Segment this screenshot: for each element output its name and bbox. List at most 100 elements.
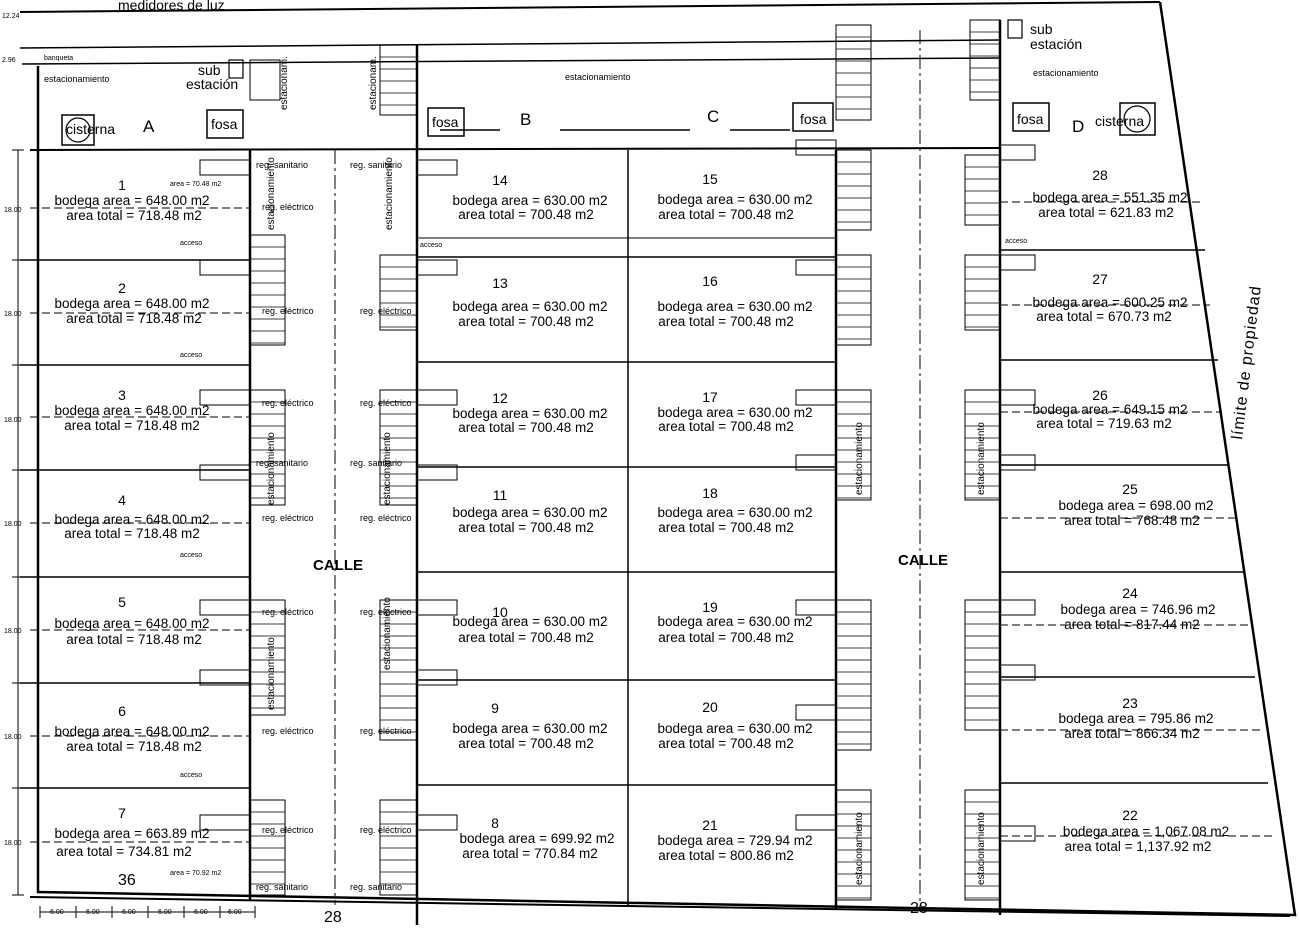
warehouse-24: 24 bodega area = 746.96 m2 area total = …	[1061, 585, 1216, 632]
warehouse-number: 27	[1092, 271, 1108, 287]
warehouse-area: bodega area = 630.00 m2	[453, 406, 608, 421]
sidewalk-label: banqueta	[44, 55, 73, 62]
warehouse-total-area: area total = 768.48 m2	[1064, 513, 1199, 528]
warehouse-area: bodega area = 648.00 m2	[55, 403, 210, 418]
warehouse-20: 20 bodega area = 630.00 m2 area total = …	[658, 699, 813, 751]
parking-vertical-a2: estacionamiento	[266, 637, 277, 710]
warehouse-area: bodega area = 630.00 m2	[453, 193, 608, 208]
row-dim-1: 18.00	[4, 207, 22, 214]
street-label-right: CALLE	[898, 552, 948, 569]
warehouse-area: bodega area = 551.35 m2	[1033, 190, 1188, 205]
reg-sanitary-2: reg. sanitario	[350, 160, 402, 170]
warehouse-area: bodega area = 648.00 m2	[55, 512, 210, 527]
bottom-number-left: 36	[118, 872, 136, 889]
reg-sanitary-3: reg. sanitario	[256, 458, 308, 468]
warehouse-area: bodega area = 729.94 m2	[658, 833, 813, 848]
reg-electric-9: reg. eléctrico	[360, 398, 412, 408]
warehouse-area: bodega area = 648.00 m2	[55, 193, 210, 208]
warehouse-6: 6 bodega area = 648.00 m2 area total = 7…	[55, 703, 210, 754]
warehouse-number: 21	[702, 817, 718, 833]
substation-right-line1: sub	[1030, 21, 1053, 37]
warehouse-total-area: area total = 700.48 m2	[458, 630, 593, 645]
warehouse-12: 12 bodega area = 630.00 m2 area total = …	[453, 390, 608, 435]
warehouse-number: 12	[492, 390, 508, 406]
warehouse-2: 2 bodega area = 648.00 m2 area total = 7…	[55, 280, 210, 326]
warehouse-13: 13 bodega area = 630.00 m2 area total = …	[453, 275, 608, 329]
cistern-label-right: cisterna	[1095, 113, 1144, 129]
dim-top-2: 2.96	[2, 57, 16, 64]
parking-vertical-c1: estacionamiento	[854, 422, 865, 495]
reg-electric-1: reg. eléctrico	[262, 202, 314, 212]
septic-label-d: fosa	[1017, 111, 1044, 127]
warehouse-number: 16	[702, 273, 718, 289]
warehouse-total-area: area total = 670.73 m2	[1036, 309, 1171, 324]
warehouse-number: 10	[492, 604, 508, 620]
warehouse-17: 17 bodega area = 630.00 m2 area total = …	[658, 389, 813, 434]
zone-letter-c: C	[707, 107, 719, 126]
zone-letter-d: D	[1072, 117, 1084, 136]
warehouse-area: bodega area = 648.00 m2	[55, 616, 210, 631]
access-label-5: acceso	[420, 242, 442, 249]
warehouse-26: 26 bodega area = 649.15 m2 area total = …	[1033, 387, 1188, 431]
cistern-label-left: cisterna	[66, 121, 115, 137]
plan-labels: medidores de luz banqueta 12.24 2.96 est…	[2, 0, 1265, 926]
warehouse-number: 3	[118, 387, 126, 403]
warehouse-3: 3 bodega area = 648.00 m2 area total = 7…	[55, 387, 210, 433]
parking-vertical-c2: estacionamiento	[854, 812, 865, 885]
street-label-left: CALLE	[313, 557, 363, 574]
warehouse-area: bodega area = 649.15 m2	[1033, 402, 1188, 417]
warehouse-total-area: area total = 700.48 m2	[658, 736, 793, 751]
septic-label-b: fosa	[432, 114, 459, 130]
warehouse-area: bodega area = 630.00 m2	[658, 299, 813, 314]
warehouse-number: 25	[1122, 481, 1138, 497]
dim-top-1: 12.24	[2, 13, 20, 20]
bottom-number-mid: 28	[324, 909, 342, 926]
warehouse-number: 19	[702, 599, 718, 615]
warehouse-4: 4 bodega area = 648.00 m2 area total = 7…	[55, 492, 210, 541]
warehouse-area: bodega area = 648.00 m2	[55, 724, 210, 739]
warehouse-area: bodega area = 648.00 m2	[55, 296, 210, 311]
row-dim-5: 18.00	[4, 628, 22, 635]
warehouse-area: bodega area = 795.86 m2	[1059, 711, 1214, 726]
parking-label-center: estacionamiento	[565, 72, 631, 82]
row-dim-4: 18.00	[4, 521, 22, 528]
warehouse-number: 1	[118, 177, 126, 193]
reg-electric-8: reg. eléctrico	[360, 306, 412, 316]
warehouse-number: 13	[492, 275, 508, 291]
warehouse-8: 8 bodega area = 699.92 m2 area total = 7…	[460, 815, 615, 861]
warehouse-total-area: area total = 700.48 m2	[658, 207, 793, 222]
reg-sanitary-5: reg. sanitario	[256, 882, 308, 892]
reg-electric-13: reg. eléctrico	[360, 825, 412, 835]
warehouse-number: 17	[702, 389, 718, 405]
warehouse-number: 18	[702, 485, 718, 501]
warehouse-area: bodega area = 630.00 m2	[658, 192, 813, 207]
parking-vertical-d2: estacionamiento	[976, 812, 987, 885]
reg-electric-3: reg. eléctrico	[262, 398, 314, 408]
bottom-dim-1: 6.00	[50, 909, 64, 916]
warehouse-total-area: area total = 734.81 m2	[56, 844, 191, 859]
warehouse-7: 7 bodega area = 663.89 m2 area total = 7…	[55, 805, 210, 859]
warehouse-9: 9 bodega area = 630.00 m2 area total = 7…	[453, 700, 608, 751]
warehouse-area: bodega area = 746.96 m2	[1061, 602, 1216, 617]
warehouse-total-area: area total = 719.63 m2	[1036, 416, 1171, 431]
warehouse-total-area: area total = 700.48 m2	[458, 520, 593, 535]
reg-electric-7: reg. eléctrico	[262, 825, 314, 835]
warehouse-1: 1 bodega area = 648.00 m2 area total = 7…	[55, 177, 210, 223]
warehouse-total-area: area total = 718.48 m2	[64, 418, 199, 433]
access-label-4: acceso	[180, 772, 202, 779]
warehouse-number: 23	[1122, 695, 1138, 711]
substation-left-line2: estación	[186, 76, 238, 92]
parking-vertical-b0: estacionamiento	[384, 157, 395, 230]
warehouse-number: 9	[491, 700, 499, 716]
warehouse-18: 18 bodega area = 630.00 m2 area total = …	[658, 485, 813, 535]
bottom-dim-6: 6.00	[228, 909, 242, 916]
reg-electric-4: reg. eléctrico	[262, 513, 314, 523]
reg-electric-5: reg. eléctrico	[262, 607, 314, 617]
warehouse-22: 22 bodega area = 1,067.08 m2 area total …	[1063, 807, 1229, 854]
warehouse-total-area: area total = 718.48 m2	[66, 632, 201, 647]
warehouse-area: bodega area = 600.25 m2	[1033, 295, 1188, 310]
warehouse-total-area: area total = 770.84 m2	[462, 846, 597, 861]
warehouse-total-area: area total = 700.48 m2	[458, 420, 593, 435]
bottom-dim-4: 6.00	[158, 909, 172, 916]
